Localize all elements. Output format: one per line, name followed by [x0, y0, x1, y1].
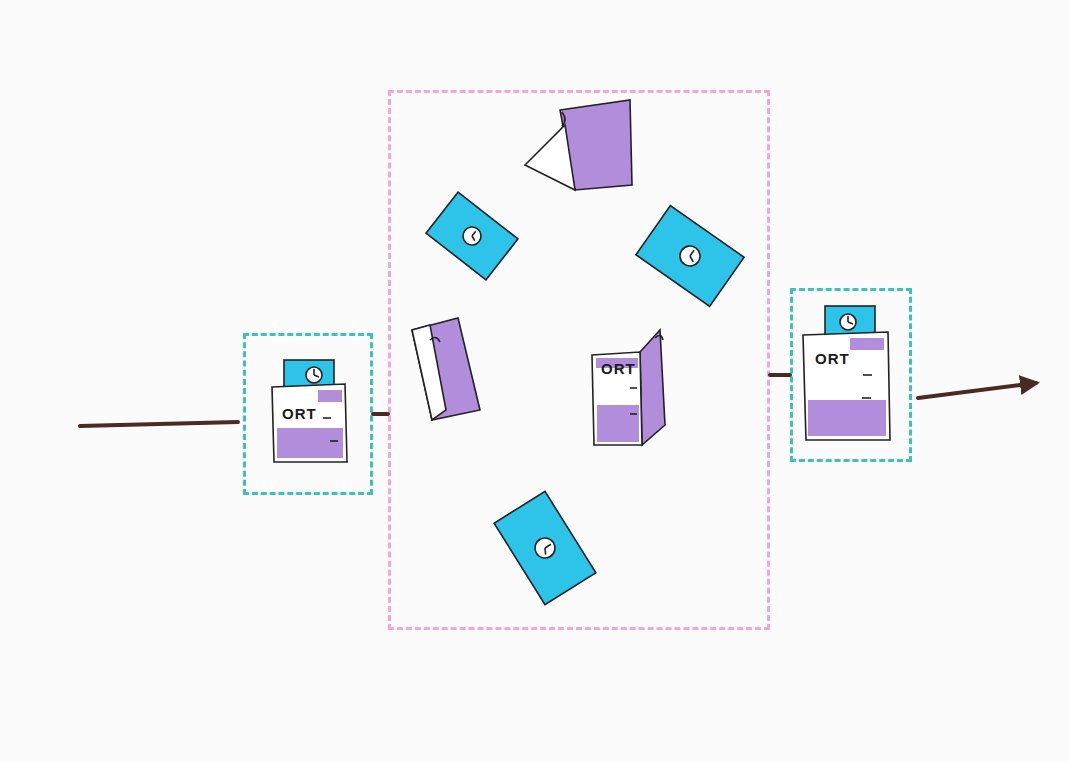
- flap-piece: [412, 318, 480, 420]
- ticket: [426, 192, 518, 280]
- package-left: [272, 360, 347, 462]
- open-box: [592, 330, 665, 445]
- package-frame: ORT: [243, 333, 373, 495]
- connector-line: [770, 373, 790, 377]
- package-label: ORT: [282, 406, 317, 421]
- output-arrow: [918, 383, 1036, 398]
- package-frame: ORT: [790, 288, 912, 462]
- connector-line: [373, 412, 388, 416]
- folded-box-piece: [525, 100, 632, 190]
- package-frame: ORT: [388, 90, 770, 630]
- ticket: [636, 206, 744, 307]
- package-right: [803, 306, 890, 440]
- package-label: ORT: [601, 361, 636, 376]
- ticket: [494, 491, 596, 604]
- input-line: [80, 422, 238, 426]
- package-label: ORT: [815, 351, 850, 366]
